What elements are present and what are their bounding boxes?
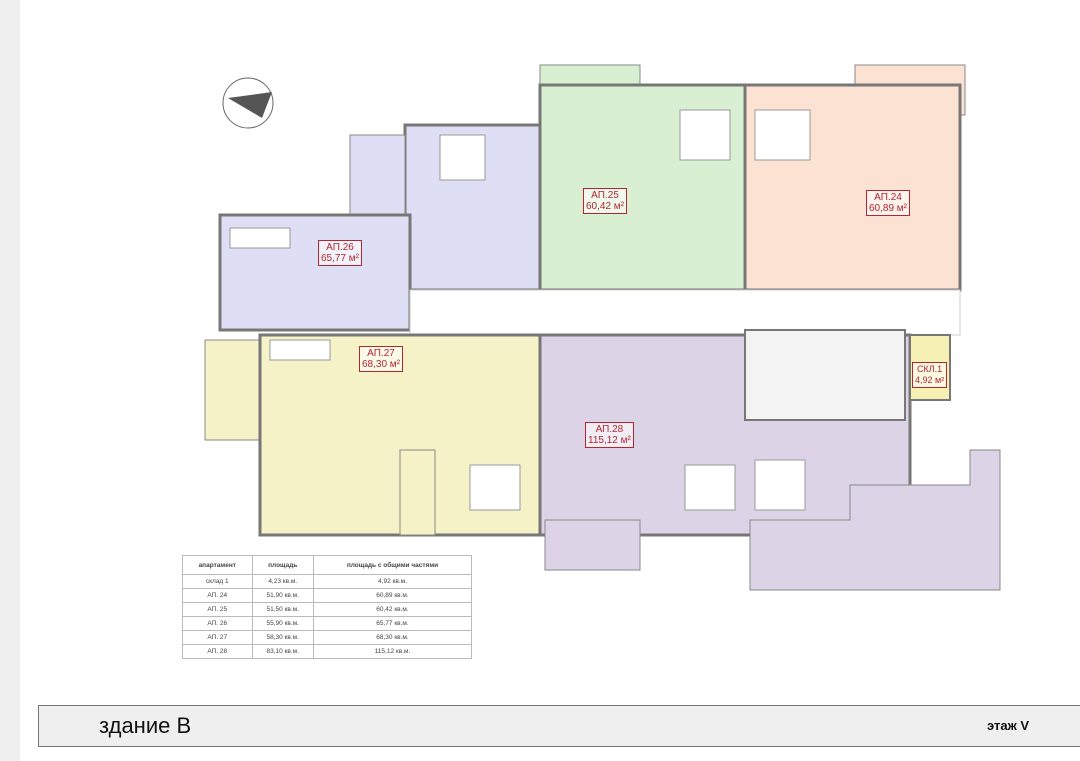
cell: 60,42 кв.м.: [312, 602, 473, 617]
apartment-area: 60,42 м²: [586, 201, 625, 212]
cell: 51,50 кв.м.: [251, 602, 314, 617]
floor-label: этаж V: [987, 718, 1030, 733]
cell: 115,12 кв.м.: [312, 644, 473, 659]
cell: 60,89 кв.м.: [312, 588, 473, 603]
apartment-name: АП.27: [367, 348, 395, 359]
apartment-area: 115,12 м²: [588, 435, 631, 446]
terrace-28: [749, 449, 1001, 591]
apartment-area: 68,30 м²: [362, 359, 401, 370]
cell: 55,90 кв.м.: [251, 616, 314, 631]
cell: АП. 25: [182, 602, 253, 617]
cell: 4,23 кв.м.: [251, 574, 314, 589]
cell: АП. 24: [182, 588, 253, 603]
apartment-name: АП.26: [326, 242, 354, 253]
balcony-28: [544, 519, 641, 571]
cell: склад 1: [182, 574, 253, 589]
apartment-name: АП.25: [591, 190, 619, 201]
floor-plan: [204, 64, 1001, 591]
apartment-name: СКЛ.1: [917, 364, 943, 374]
building-name: здание В: [99, 713, 192, 738]
apartment-area: 4,92 м²: [915, 375, 945, 385]
cell: 4,92 кв.м.: [312, 574, 473, 589]
cell: 51,90 кв.м.: [251, 588, 314, 603]
footer-bar: здание В этаж V: [38, 705, 1080, 747]
apartment-name: АП.24: [874, 192, 902, 203]
compass-icon: [222, 77, 274, 129]
left-margin-strip: [0, 0, 20, 761]
cell: 58,30 кв.м.: [251, 630, 314, 645]
balcony-27: [204, 339, 261, 441]
area-table: апартамент площадь площадь с общими част…: [182, 555, 473, 659]
cell: АП. 28: [182, 644, 253, 659]
apartment-name: АП.28: [595, 424, 624, 435]
staircase: [744, 329, 906, 421]
header-area: площадь: [251, 555, 314, 575]
apartment-area: 60,89 м²: [869, 203, 908, 214]
cell: 83,10 кв.м.: [251, 644, 314, 659]
cell: АП. 26: [182, 616, 253, 631]
cell: АП. 27: [182, 630, 253, 645]
header-apartment: апартамент: [182, 555, 253, 575]
corridor: [409, 289, 961, 336]
table-header: апартамент площадь площадь с общими част…: [182, 555, 473, 575]
balcony-27b: [399, 449, 436, 536]
balcony-26: [349, 134, 406, 216]
cell: 68,30 кв.м.: [312, 630, 473, 645]
header-area-common: площадь с общими частями: [312, 555, 473, 575]
furniture: [229, 109, 811, 511]
cell: 65,77 кв.м.: [312, 616, 473, 631]
apartment-area: 65,77 м²: [321, 253, 360, 264]
